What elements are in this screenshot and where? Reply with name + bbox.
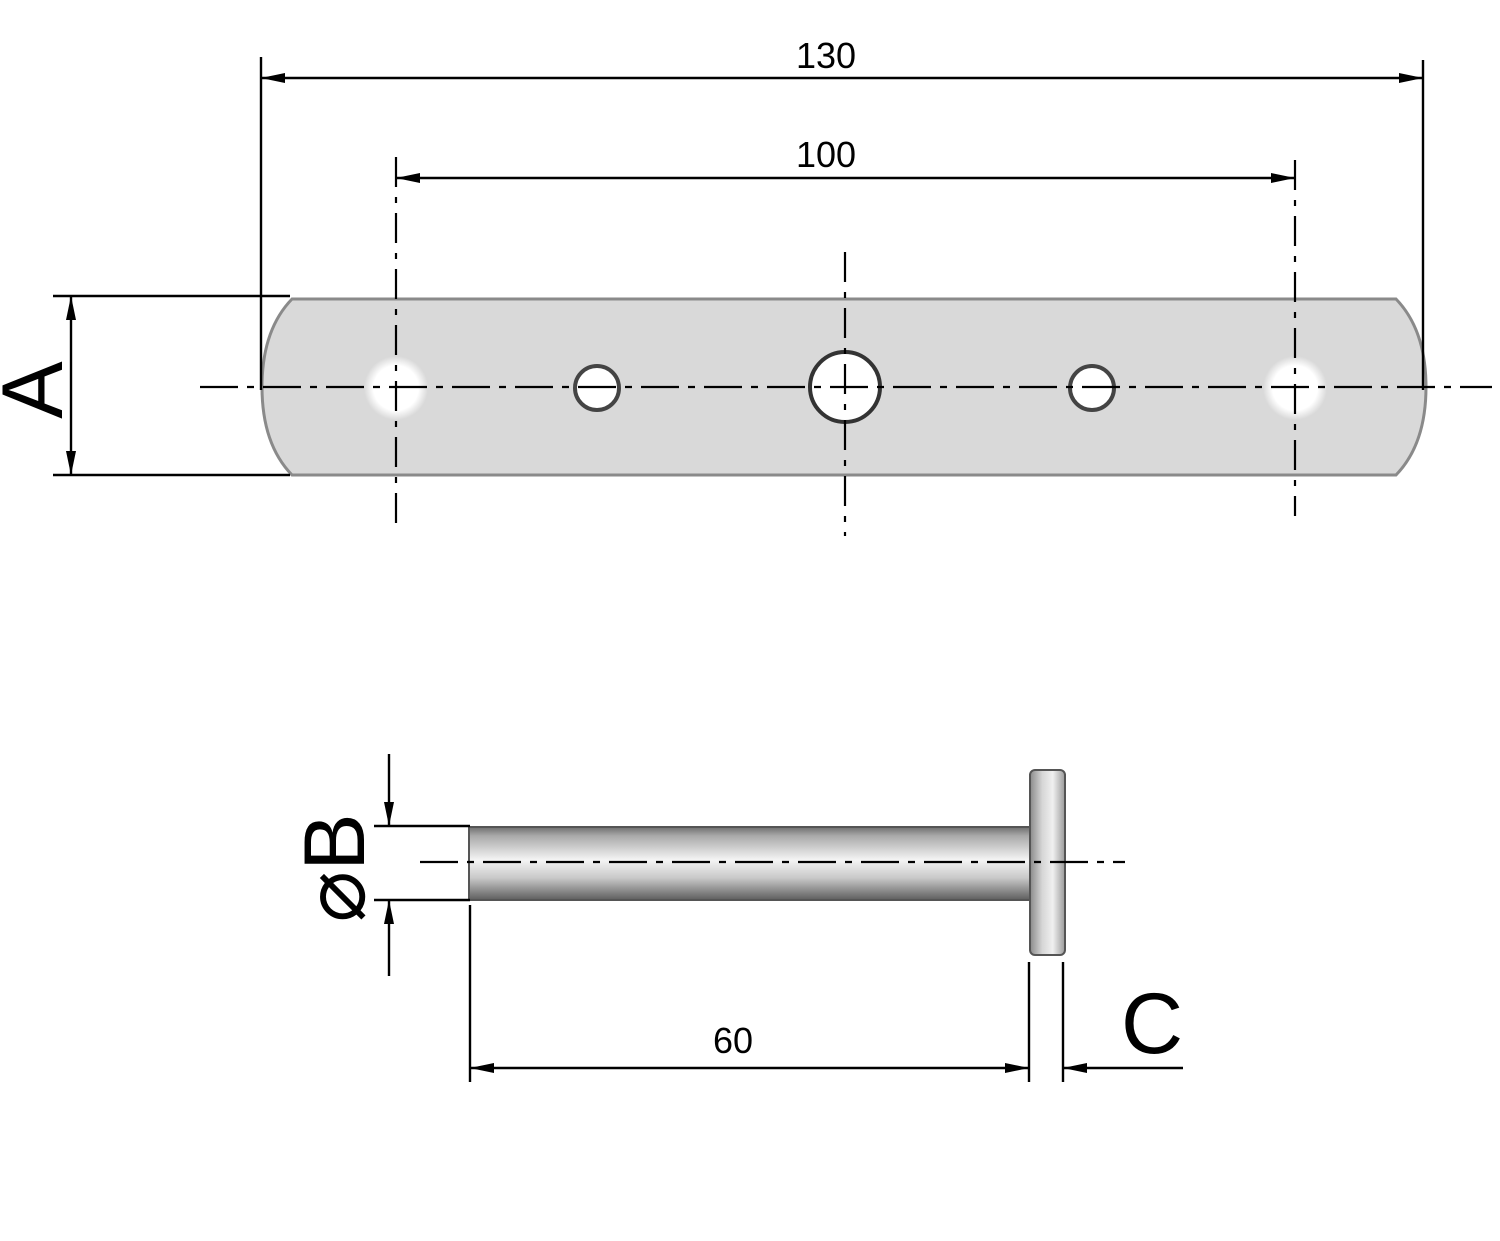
dimension-a-label: A bbox=[0, 361, 81, 419]
dimension-c-label: C bbox=[1121, 976, 1183, 1072]
dimension-100-label: 100 bbox=[796, 134, 856, 175]
pin-shaft bbox=[468, 826, 1034, 901]
dimension-130-label: 130 bbox=[796, 35, 856, 76]
dimension-60-label: 60 bbox=[713, 1020, 753, 1061]
plate-view: 130 100 A bbox=[0, 35, 1492, 536]
pin-view: ⌀B 60 C bbox=[287, 754, 1183, 1082]
dimension-b-label: ⌀B bbox=[287, 813, 383, 922]
